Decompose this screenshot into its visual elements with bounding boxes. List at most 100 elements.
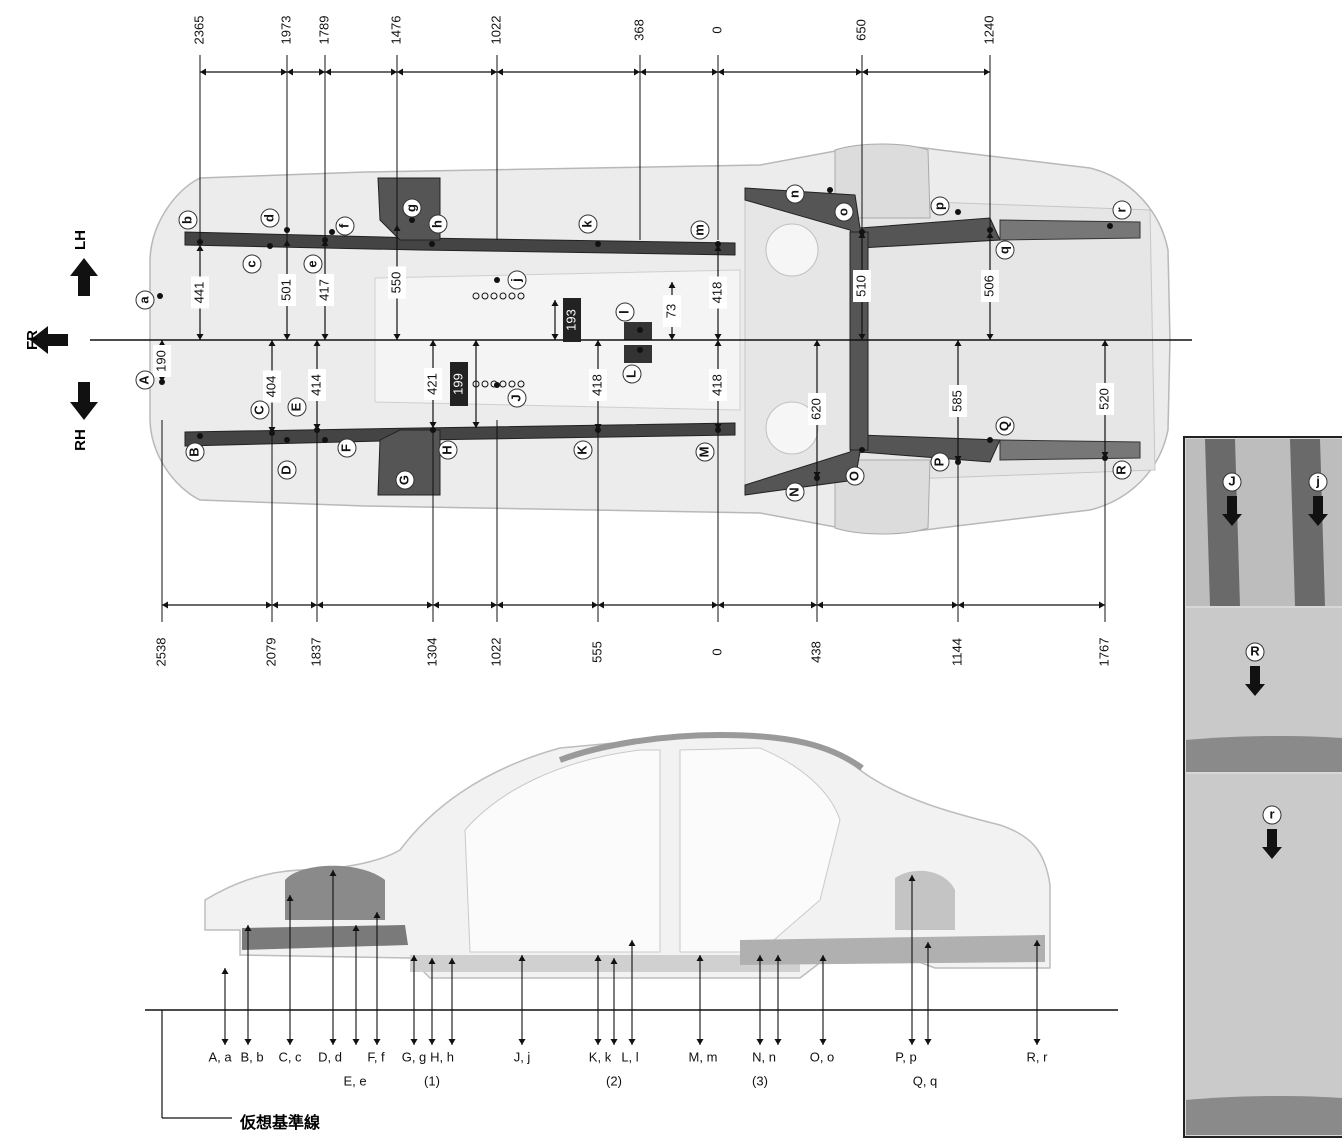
lh-point-badge-g xyxy=(402,198,422,218)
rh-point-badge-A xyxy=(135,370,155,390)
side-label-18: Q, q xyxy=(913,1073,938,1088)
lh-point-label-h: h xyxy=(429,220,444,228)
lh-width-arrow-8 xyxy=(986,232,994,238)
hole-j-3 xyxy=(499,292,507,300)
rh-point-badge-J xyxy=(507,388,527,408)
rh-point-label-J: J xyxy=(508,394,523,401)
side-marker-arrow-top-3 xyxy=(329,870,337,876)
bottom-arrow-back-5 xyxy=(598,601,604,609)
rh-width-bg-1 xyxy=(263,370,281,403)
rh-width-585: 585 xyxy=(949,390,964,412)
spare-well-rh xyxy=(765,401,819,455)
rh-width-520: 520 xyxy=(1096,388,1111,410)
rh-point-label-F: F xyxy=(338,444,353,452)
bottom-dimension-438: 438 xyxy=(808,641,823,663)
top-dimension-1973: 1973 xyxy=(278,16,293,45)
side-marker-arrow-top-16 xyxy=(819,955,827,961)
inset-arrow-0 xyxy=(1222,496,1242,526)
lh-point-badge-e xyxy=(303,254,323,274)
rh-label: RH xyxy=(72,429,89,451)
bottom-arrow-back-8 xyxy=(958,601,964,609)
rh-point-badge-M xyxy=(695,442,715,462)
side-marker-arrow-top-5 xyxy=(373,912,381,918)
side-marker-arrow-bot-2 xyxy=(286,1039,294,1045)
lh-width-arrow-c-0 xyxy=(196,334,204,340)
roof-rail xyxy=(558,731,864,771)
lh-width-bg-1 xyxy=(278,274,296,306)
rh-width-404: 404 xyxy=(263,376,278,398)
inset-label-J: J xyxy=(1228,473,1235,488)
lh-point-label-g: g xyxy=(403,204,418,212)
bottom-arrow-back-4 xyxy=(497,601,503,609)
lh-width-bg-7 xyxy=(853,270,871,302)
side-marker-arrow-top-10 xyxy=(594,955,602,961)
lh-point-badge-r xyxy=(1112,200,1132,220)
side-marker-arrow-bot-16 xyxy=(819,1039,827,1045)
rh-point-badge-N xyxy=(785,482,805,502)
top-dimension-1789: 1789 xyxy=(316,16,331,45)
rh-point-badge-L xyxy=(622,364,642,384)
lh-point-c xyxy=(267,243,273,249)
bottom-dimension-2079: 2079 xyxy=(263,638,278,667)
lh-point-badge-a xyxy=(135,290,155,310)
top-dimension-1022: 1022 xyxy=(488,16,503,45)
top-arrow-back-1 xyxy=(287,68,293,76)
rh-width-bg-0 xyxy=(153,345,171,377)
side-marker-arrow-bot-10 xyxy=(594,1039,602,1045)
side-label-5: F, f xyxy=(367,1049,385,1064)
rear-lower xyxy=(740,935,1045,965)
side-marker-arrow-bot-1 xyxy=(244,1039,252,1045)
lh-point-badge-m xyxy=(690,220,710,240)
lh-width-417: 417 xyxy=(316,279,331,301)
top-arrow-back-7 xyxy=(862,68,868,76)
rh-point-label-C: C xyxy=(251,405,266,415)
side-marker-arrow-top-11 xyxy=(610,958,618,964)
rh-width-arrow-c-1 xyxy=(268,340,276,346)
lh-point-badge-n xyxy=(785,184,805,204)
side-marker-arrow-top-2 xyxy=(286,895,294,901)
lh-point-label-p: p xyxy=(931,202,946,210)
inset-arrow-1 xyxy=(1308,496,1328,526)
inset-label-j: j xyxy=(1315,473,1320,488)
lh-point-label-r: r xyxy=(1113,207,1128,212)
rh-point-label-P: P xyxy=(931,457,946,466)
side-marker-arrow-top-0 xyxy=(221,968,229,974)
top-arrow-back-4 xyxy=(497,68,503,76)
top-dimension-2365: 2365 xyxy=(191,16,206,45)
inset-detail-r xyxy=(1186,774,1342,1135)
lh-point-m xyxy=(715,241,721,247)
side-label-4: E, e xyxy=(343,1073,366,1088)
lh-width-550: 550 xyxy=(388,272,403,294)
rh-point-F xyxy=(322,437,328,443)
bottom-arrow-back-7 xyxy=(817,601,823,609)
hole-j-1 xyxy=(481,292,489,300)
lh-arrow xyxy=(70,258,98,296)
rh-width-bg-6 xyxy=(709,369,727,401)
top-arrow-3 xyxy=(391,68,397,76)
rh-width-421: 421 xyxy=(424,373,439,395)
lh-width-arrow-c-3 xyxy=(393,334,401,340)
hole-J-2 xyxy=(490,380,498,388)
lh-width-506: 506 xyxy=(981,275,996,297)
side-marker-arrow-top-13 xyxy=(696,955,704,961)
lh-point-badge-c xyxy=(242,254,262,274)
rh-point-label-M: M xyxy=(696,447,711,458)
side-marker-arrow-top-18 xyxy=(924,942,932,948)
top-arrow-back-0 xyxy=(200,68,206,76)
top-dimension-368: 368 xyxy=(631,19,646,41)
rh-width-arrow-c-9 xyxy=(1101,340,1109,346)
rh-point-badge-P xyxy=(930,452,950,472)
rh-width-arrow-4 xyxy=(472,422,480,428)
rh-point-badge-K xyxy=(573,440,593,460)
rh-point-P xyxy=(955,459,961,465)
lh-point-label-o: o xyxy=(835,208,850,216)
top-arrow-5 xyxy=(634,68,640,76)
lh-point-label-m: m xyxy=(691,224,706,236)
side-label-3: D, d xyxy=(318,1049,342,1064)
lh-point-label-a: a xyxy=(136,296,151,304)
lh-width-arrow-5 xyxy=(668,282,676,288)
side-label-10: K, k xyxy=(589,1049,612,1064)
side-marker-arrow-bot-5 xyxy=(373,1039,381,1045)
lh-width-bg-2 xyxy=(316,274,334,306)
